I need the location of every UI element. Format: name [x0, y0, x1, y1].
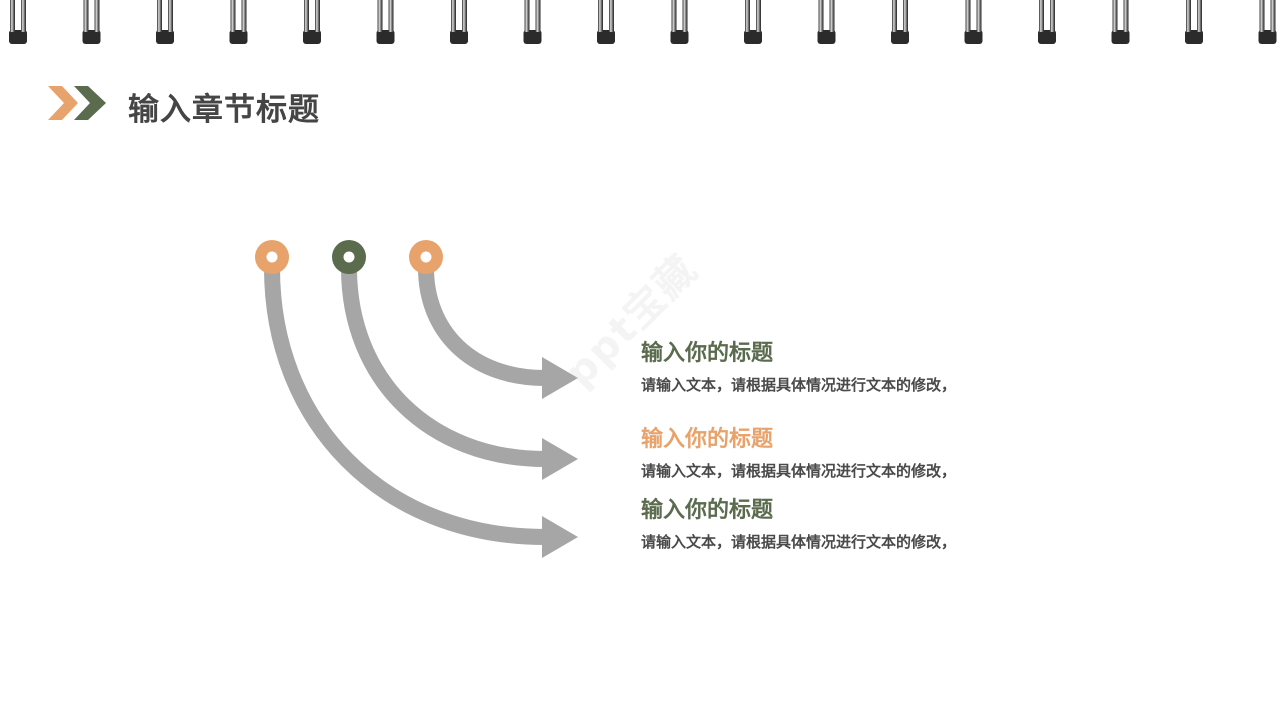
text-item-2: 输入你的标题 请输入文本，请根据具体情况进行文本的修改， — [641, 426, 956, 481]
curved-arrow-1-shaft — [418, 267, 546, 386]
binding-ring — [9, 0, 27, 44]
item-title: 输入你的标题 — [641, 341, 774, 366]
arrowhead-1 — [542, 357, 578, 399]
binding-ring — [1185, 0, 1203, 44]
ring-marker-2 — [332, 240, 366, 274]
double-chevron-right-icon — [48, 86, 106, 120]
ring-marker-1 — [255, 240, 289, 274]
binding-ring — [303, 0, 321, 44]
binding-ring — [376, 0, 395, 44]
spiral-binding — [9, 0, 1277, 44]
binding-ring — [891, 0, 909, 44]
binding-ring — [1038, 0, 1056, 44]
ring-marker-3 — [409, 240, 443, 274]
binding-ring — [817, 0, 836, 44]
binding-ring — [82, 0, 101, 44]
item-description: 请输入文本，请根据具体情况进行文本的修改， — [641, 376, 957, 394]
curved-arrow-2-shaft — [341, 267, 546, 467]
item-title: 输入你的标题 — [641, 498, 774, 523]
text-item-1: 输入你的标题 请输入文本，请根据具体情况进行文本的修改， — [641, 340, 956, 395]
binding-ring — [1258, 0, 1277, 44]
binding-ring — [1111, 0, 1130, 44]
binding-ring — [450, 0, 468, 44]
item-title: 输入你的标题 — [641, 427, 774, 452]
binding-ring — [156, 0, 174, 44]
binding-ring — [229, 0, 248, 44]
item-description: 请输入文本，请根据具体情况进行文本的修改， — [641, 462, 957, 480]
arrowhead-2 — [542, 438, 578, 480]
section-title: 输入章节标题 — [128, 92, 320, 128]
binding-ring — [964, 0, 983, 44]
binding-ring — [744, 0, 762, 44]
binding-ring — [670, 0, 689, 44]
binding-ring — [597, 0, 615, 44]
binding-ring — [523, 0, 542, 44]
item-description: 请输入文本，请根据具体情况进行文本的修改， — [641, 533, 957, 551]
arrowhead-3 — [542, 516, 578, 558]
text-item-3: 输入你的标题 请输入文本，请根据具体情况进行文本的修改， — [641, 497, 956, 552]
curved-arrow-3-shaft — [264, 267, 546, 545]
